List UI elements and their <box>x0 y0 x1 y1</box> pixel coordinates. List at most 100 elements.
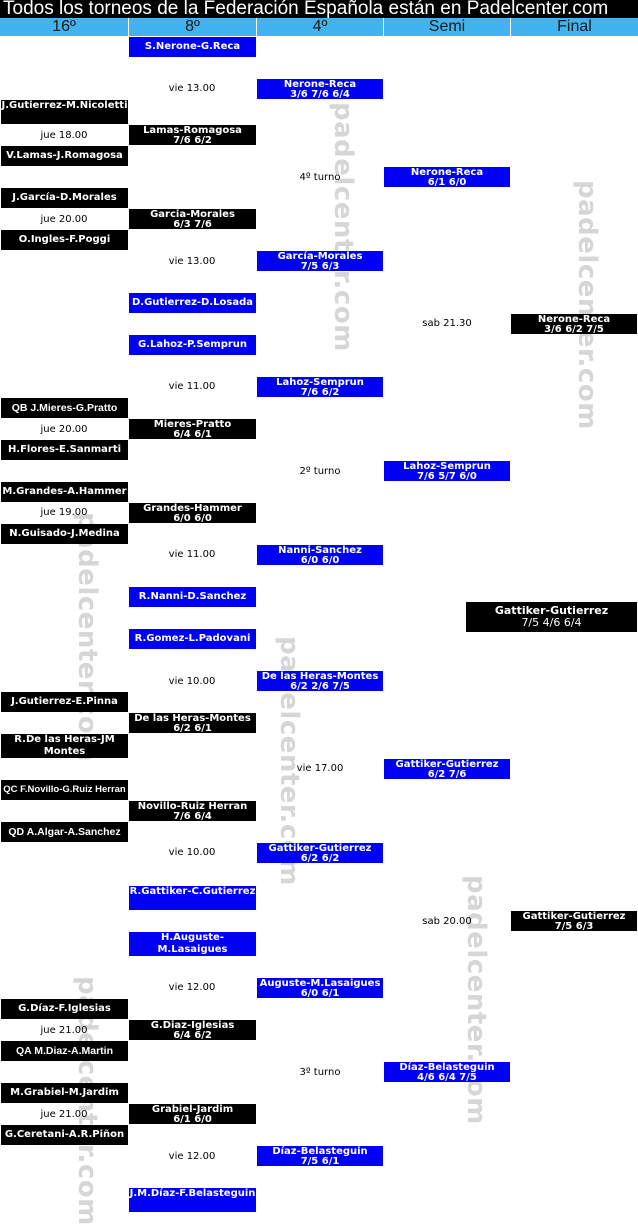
result-name: Lahoz-Semprun <box>276 377 364 388</box>
team-name: R.Nanni-D.Sanchez <box>138 591 247 602</box>
team-box: G.Díaz-F.Iglesias <box>1 999 128 1019</box>
seeded-team-box: H.Auguste-M.Lasaigues <box>129 932 256 956</box>
match-time: vie 17.00 <box>296 763 344 774</box>
match-time: vie 11.00 <box>168 381 216 392</box>
result-name: Auguste-M.Lasaigues <box>259 978 381 989</box>
match-time: jue 20.00 <box>40 214 88 225</box>
team-name: H.Auguste-M.Lasaigues <box>157 932 228 955</box>
watermark: padelcenter.com <box>461 875 491 1125</box>
match-time: vie 11.00 <box>168 549 216 560</box>
result-score: 6/2 6/2 <box>300 852 340 863</box>
result-name: Novillo-Ruiz Herran <box>137 801 248 812</box>
match-time: 4º turno <box>299 172 341 183</box>
team-box: M.Grandes-A.Hammer <box>1 482 128 502</box>
result-name: Lamas-Romagosa <box>143 125 242 136</box>
team-box: H.Flores-E.Sanmarti <box>1 440 128 460</box>
seeded-team-box: G.Lahoz-P.Semprun <box>129 335 256 355</box>
team-box: QB J.Mieres-G.Pratto <box>1 398 128 418</box>
team-name: D.Gutierrez-D.Losada <box>132 297 253 308</box>
result-score: 6/4 6/1 <box>173 428 212 439</box>
result-name: G.Diaz-Iglesias <box>150 1020 235 1031</box>
result-score: 4/6 6/4 7/5 <box>417 1071 477 1082</box>
result-score: 6/0 6/1 <box>300 987 340 998</box>
result-name: Nerone-Reca <box>410 167 484 178</box>
seeded-team-box: S.Nerone-G.Reca <box>129 37 256 57</box>
result-score: 7/6 6/4 <box>173 810 212 821</box>
result-score: 7/6 6/2 <box>300 386 340 397</box>
team-name: QC F.Novillo-G.Ruiz Herran <box>3 784 126 795</box>
column-header-final: Final <box>511 18 638 36</box>
result-name: Nerone-Reca <box>537 314 611 325</box>
team-box: QC F.Novillo-G.Ruiz Herran <box>1 780 128 800</box>
column-header-round-of-16: 16º <box>0 18 128 36</box>
result-score: 6/4 6/2 <box>173 1029 212 1040</box>
result-score: 6/1 6/0 <box>173 1113 212 1124</box>
seeded-team-box: R.Nanni-D.Sanchez <box>129 587 256 607</box>
team-name: J.Gutierrez-E.Pinna <box>11 696 118 707</box>
champion-score: 7/5 4/6 6/4 <box>521 616 582 629</box>
result-score: 7/6 6/2 <box>173 134 212 145</box>
match-time: vie 13.00 <box>168 256 216 267</box>
result-name: Gattiker-Gutierrez <box>268 843 372 854</box>
result-name: García-Morales <box>277 251 363 262</box>
result-name: Nanni-Sanchez <box>278 545 362 556</box>
result-score: 6/2 2/6 7/5 <box>290 680 350 691</box>
match-time: jue 20.00 <box>40 424 88 435</box>
result-name: Gattiker-Gutierrez <box>395 759 499 770</box>
team-box: R.De las Heras-JM Montes <box>1 734 128 758</box>
match-time: jue 19.00 <box>40 507 88 518</box>
match-time: vie 10.00 <box>168 676 216 687</box>
column-header-semifinals: Semi <box>384 18 510 36</box>
result-score: 6/1 6/0 <box>427 176 467 187</box>
team-name: G.Ceretani-A.R.Piñon <box>4 1129 125 1140</box>
team-box: QD A.Algar-A.Sanchez <box>1 822 128 842</box>
team-box: V.Lamas-J.Romagosa <box>1 146 128 166</box>
watermark: padelcenter.com <box>72 512 102 762</box>
result-score: 7/5 6/1 <box>300 1155 340 1166</box>
team-box: O.Ingles-F.Poggi <box>1 230 128 250</box>
match-time: jue 18.00 <box>40 130 88 141</box>
team-name: J.García-D.Morales <box>12 192 117 203</box>
team-name: H.Flores-E.Sanmarti <box>7 444 122 455</box>
result-name: Nerone-Reca <box>283 79 357 90</box>
team-name: M.Grandes-A.Hammer <box>2 486 127 497</box>
result-name: Díaz-Belasteguin <box>272 1146 368 1157</box>
team-name: QB J.Mieres-G.Pratto <box>11 402 118 414</box>
result-name: Grabiel-Jardim <box>151 1104 234 1115</box>
promo-banner-link[interactable]: Todos los torneos de la Federación Españ… <box>0 0 638 18</box>
team-name: R.Gomez-L.Padovani <box>134 633 251 644</box>
team-name: R.De las Heras-JM Montes <box>14 734 115 757</box>
result-name: De las Heras-Montes <box>261 671 379 682</box>
column-header-round-of-8: 8º <box>129 18 256 36</box>
result-score: 6/0 6/0 <box>173 512 212 523</box>
team-box: J.García-D.Morales <box>1 188 128 208</box>
match-time: jue 21.00 <box>40 1109 88 1120</box>
team-box: QA M.Diaz-A.Martin <box>1 1041 128 1061</box>
team-name: N.Guisado-J.Medina <box>9 528 120 539</box>
watermark: padelcenter.com <box>572 180 602 430</box>
team-name: QD A.Algar-A.Sanchez <box>8 826 121 838</box>
result-score: 7/5 6/3 <box>300 260 340 271</box>
team-name: J.Gutierrez-M.Nicoletti <box>1 100 128 111</box>
result-name: Mieres-Pratto <box>153 419 232 430</box>
result-score: 6/2 6/1 <box>173 722 212 733</box>
team-box: G.Ceretani-A.R.Piñon <box>1 1125 128 1145</box>
result-name: Garcia-Morales <box>150 209 235 220</box>
team-box: N.Guisado-J.Medina <box>1 524 128 544</box>
result-name: Gattiker-Gutierrez <box>522 911 626 922</box>
team-box: J.Gutierrez-E.Pinna <box>1 692 128 712</box>
match-time: 3º turno <box>299 1067 341 1078</box>
